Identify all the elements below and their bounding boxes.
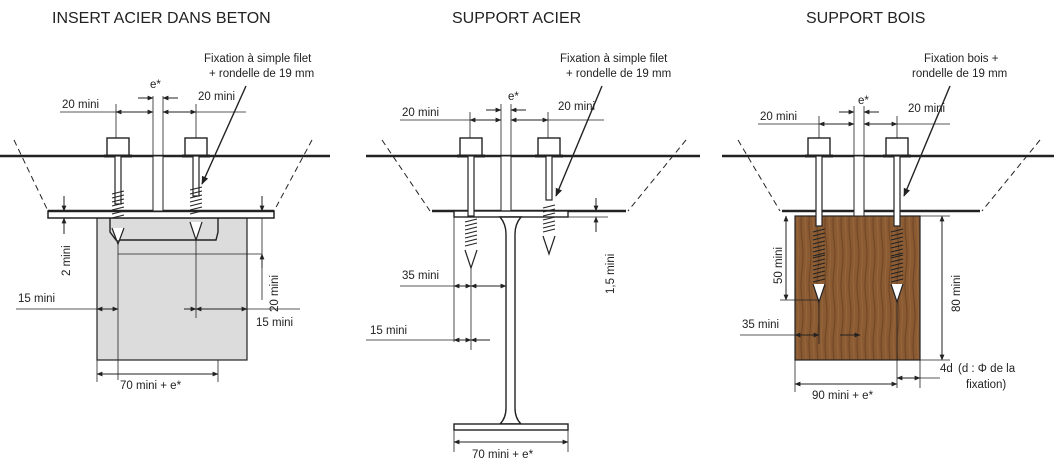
dim-end-dist: 4d — [940, 363, 953, 375]
dim-edge-right: 20 mini — [558, 101, 595, 113]
callout-line1: Fixation bois + — [924, 53, 999, 65]
dim-width: 70 mini + e* — [120, 380, 182, 392]
dim-height: 80 mini — [951, 275, 963, 312]
screw-right — [182, 137, 210, 242]
note-line1: (d : Φ de la — [958, 363, 1016, 375]
dim-embed-depth: 20 mini — [269, 275, 281, 312]
dim-width: 70 mini + e* — [472, 449, 534, 460]
dim-embed: 50 mini — [773, 247, 785, 284]
screw-left — [104, 137, 132, 246]
dim-edge-left: 20 mini — [62, 99, 99, 111]
screw-right — [883, 137, 911, 304]
dim-edge-left: 20 mini — [402, 107, 439, 119]
callout-line2: rondelle de 19 mm — [912, 68, 1007, 80]
screw-left — [805, 137, 833, 304]
dim-edge-left: 20 mini — [760, 111, 797, 123]
dim-edge-dist: 35 mini — [742, 319, 779, 331]
dim-gap: e* — [858, 95, 869, 107]
panel-wood: Fixation bois + rondelle de 19 mm e* 20 … — [722, 53, 1054, 402]
panel-title-wood: SUPPORT BOIS — [806, 10, 926, 27]
callout-line2: + rondelle de 19 mm — [209, 68, 314, 80]
dim-edge-right: 20 mini — [908, 103, 945, 115]
dim-screw-right: 15 mini — [256, 317, 293, 329]
i-beam — [453, 210, 569, 431]
callout-line1: Fixation à simple filet — [204, 53, 312, 65]
panel-title-insert: INSERT ACIER DANS BETON — [52, 10, 271, 27]
dim-flange-edge: 15 mini — [370, 325, 407, 337]
callout-line1: Fixation à simple filet — [560, 53, 668, 65]
dim-screw-left: 15 mini — [18, 293, 55, 305]
screw-right — [535, 137, 563, 256]
panel-steel: Fixation à simple filet + rondelle de 19… — [366, 53, 700, 460]
dim-flange-thk: 1,5 mini — [605, 254, 617, 294]
dim-gap: e* — [508, 91, 519, 103]
dim-insert-thk: 2 mini — [61, 245, 73, 276]
dim-gap: e* — [150, 79, 161, 91]
dim-width: 90 mini + e* — [812, 390, 874, 402]
dim-edge-right: 20 mini — [198, 91, 235, 103]
callout-line2: + rondelle de 19 mm — [566, 68, 671, 80]
screw-left — [457, 137, 485, 270]
panel-title-steel: SUPPORT ACIER — [452, 10, 582, 27]
dim-screw-pos: 35 mini — [402, 270, 439, 282]
note-line2: fixation) — [966, 379, 1006, 391]
concrete-block — [96, 217, 248, 361]
panel-insert: Fixation à simple filet + rondelle de 19… — [0, 53, 330, 392]
